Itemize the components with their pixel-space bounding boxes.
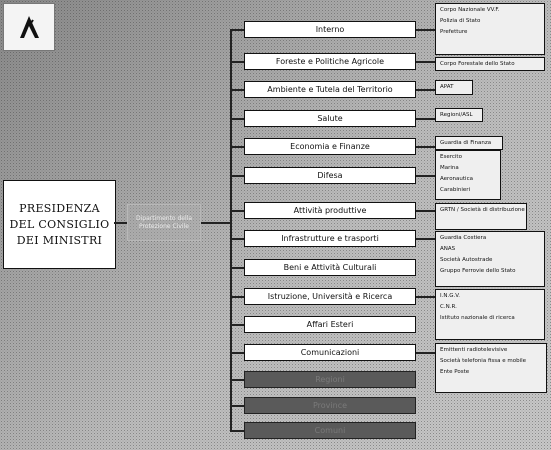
branch-line <box>230 323 244 326</box>
agency-box: Corpo Forestale dello Stato <box>435 57 545 71</box>
agency-label: APAT <box>440 84 454 90</box>
agency-label: Prefetture <box>440 29 468 35</box>
agency-label: Esercito <box>440 154 462 160</box>
connector-line <box>201 222 230 224</box>
branch-line <box>230 295 244 298</box>
ministry-box: Affari Esteri <box>244 316 416 333</box>
agency-label: C.N.R. <box>440 304 457 310</box>
agency-box: APAT <box>435 80 473 95</box>
branch-line <box>230 60 244 63</box>
branch-line <box>230 237 244 240</box>
agency-label: Guardia di Finanza <box>440 140 492 146</box>
agency-label: GRTN / Società di distribuzione <box>440 207 525 213</box>
ministry-label: Comunicazioni <box>300 348 360 357</box>
ministry-label: Foreste e Politiche Agricole <box>275 57 385 66</box>
agency-box: Regioni/ASL <box>435 108 483 122</box>
agency-label: Istituto nazionale di ricerca <box>440 315 515 321</box>
department-box: Dipartimento della Protezione Civile <box>127 204 201 241</box>
ministry-label: Attività produttive <box>293 206 367 215</box>
agency-label: Gruppo Ferrovie dello Stato <box>440 268 516 274</box>
sub-connector-line <box>416 295 435 298</box>
ministry-box: Comunicazioni <box>244 344 416 361</box>
branch-line <box>230 28 244 31</box>
presidenza-label: PRESIDENZA DEL CONSIGLIO DEI MINISTRI <box>9 201 110 247</box>
ministry-box: Beni e Attività Culturali <box>244 259 416 276</box>
agency-label: Corpo Forestale dello Stato <box>440 61 515 67</box>
ministry-label: Difesa <box>317 171 343 180</box>
ministry-label: Economia e Finanze <box>290 142 370 151</box>
agency-label: Guardia Costiera <box>440 235 487 241</box>
agency-label: Emittenti radiotelevisive <box>440 347 508 353</box>
ministry-label: Comuni <box>314 426 346 435</box>
branch-line <box>230 209 244 212</box>
agency-label: Società telefonia fissa e mobile <box>440 358 527 364</box>
agency-label: Corpo Nazionale VV.F. <box>440 7 500 13</box>
branch-line <box>230 174 244 177</box>
ministry-box: Attività produttive <box>244 202 416 219</box>
branch-line <box>230 266 244 269</box>
department-label: Dipartimento della Protezione Civile <box>135 214 193 230</box>
branch-line <box>230 429 244 432</box>
branch-line <box>230 117 244 120</box>
sub-connector-line <box>416 60 435 63</box>
logo-icon <box>3 3 55 51</box>
ministry-box: Salute <box>244 110 416 127</box>
agency-label: Regioni/ASL <box>440 112 473 118</box>
agency-box: Guardia di Finanza <box>435 136 503 150</box>
sub-connector-line <box>416 145 435 148</box>
ministry-box: Economia e Finanze <box>244 138 416 155</box>
branch-line <box>230 351 244 354</box>
ministry-box: Comuni <box>244 422 416 439</box>
branch-line <box>230 145 244 148</box>
ministry-label: Beni e Attività Culturali <box>283 263 377 272</box>
presidenza-box: PRESIDENZA DEL CONSIGLIO DEI MINISTRI <box>3 180 116 269</box>
ministry-label: Province <box>312 401 348 410</box>
agency-label: I.N.G.V. <box>440 293 461 299</box>
branch-line <box>230 88 244 91</box>
ministry-label: Interno <box>315 25 345 34</box>
sub-connector-line <box>416 117 435 120</box>
ministry-box: Province <box>244 397 416 414</box>
sub-connector-line <box>416 209 435 212</box>
ministry-box: Infrastrutture e trasporti <box>244 230 416 247</box>
agency-label: Ente Poste <box>440 369 470 375</box>
trunk-line <box>230 29 232 431</box>
agency-label: Marina <box>440 165 459 171</box>
agency-box: I.N.G.V. C.N.R. Istituto nazionale di rice… <box>435 289 545 340</box>
ministry-box: Difesa <box>244 167 416 184</box>
ministry-label: Salute <box>317 114 343 123</box>
sub-connector-line <box>416 237 435 240</box>
agency-box: GRTN / Società di distribuzione <box>435 203 527 230</box>
ministry-box: Istruzione, Università e Ricerca <box>244 288 416 305</box>
agency-label: ANAS <box>440 246 456 252</box>
sub-connector-line <box>416 351 435 354</box>
agency-label: Aeronautica <box>440 176 473 182</box>
agency-label: Carabinieri <box>440 187 471 193</box>
sub-connector-line <box>416 88 435 91</box>
ministry-box: Interno <box>244 21 416 38</box>
connector-line <box>114 222 127 224</box>
ministry-box: Regioni <box>244 371 416 388</box>
ministry-box: Ambiente e Tutela del Territorio <box>244 81 416 98</box>
branch-line <box>230 404 244 407</box>
ministry-label: Istruzione, Università e Ricerca <box>267 292 393 301</box>
branch-line <box>230 378 244 381</box>
ministry-label: Regioni <box>315 375 345 384</box>
ministry-box: Foreste e Politiche Agricole <box>244 53 416 70</box>
ministry-label: Infrastrutture e trasporti <box>281 234 379 243</box>
agency-label: Polizia di Stato <box>440 18 481 24</box>
ministry-label: Affari Esteri <box>306 320 354 329</box>
sub-connector-line <box>416 28 435 31</box>
ministry-label: Ambiente e Tutela del Territorio <box>267 85 393 94</box>
sub-connector-line <box>416 174 435 177</box>
agency-label: Società Autostrade <box>440 257 493 263</box>
